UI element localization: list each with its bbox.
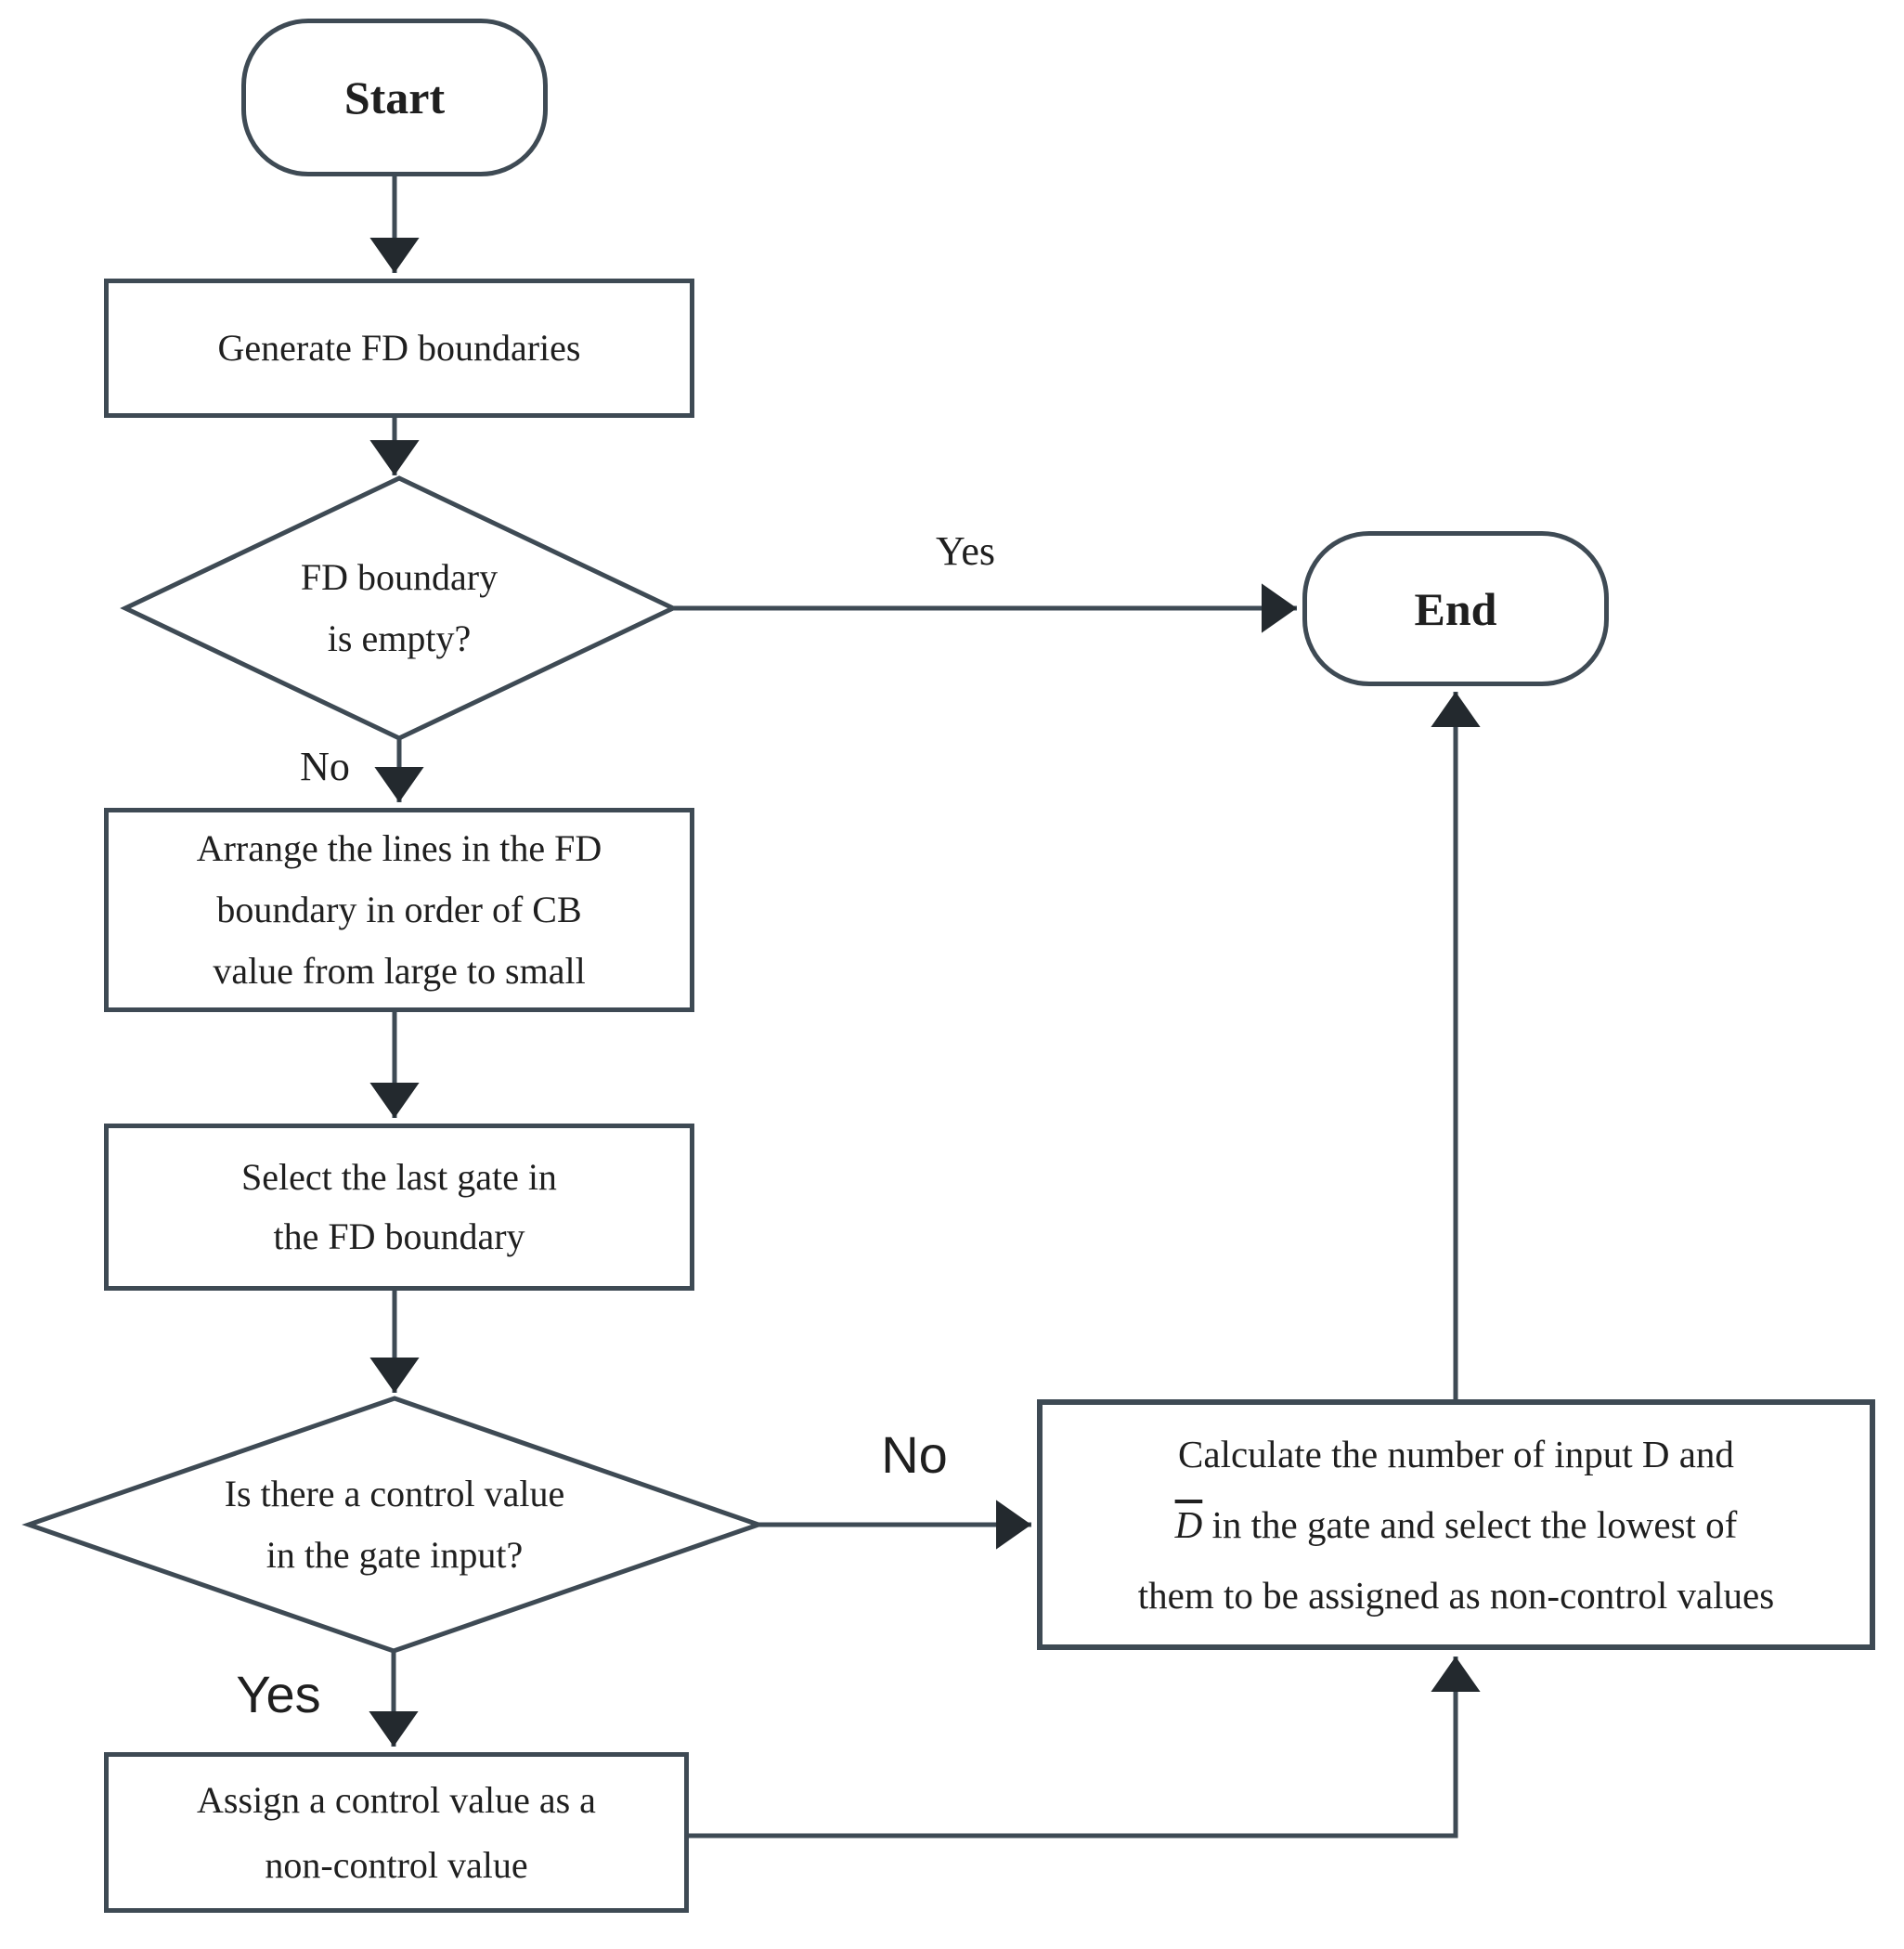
start-terminator: Start <box>241 19 548 176</box>
process-arrange-lines: Arrange the lines in the FD boundary in … <box>104 808 694 1012</box>
edge-label-no-control-value: No <box>881 1425 948 1484</box>
process-calculate-input-d: Calculate the number of input D and D in… <box>1037 1399 1875 1650</box>
d-overline-symbol: D <box>1174 1503 1203 1546</box>
end-terminator: End <box>1302 531 1609 686</box>
process-assign-control-value: Assign a control value as a non-control … <box>104 1752 689 1913</box>
decision-fd-boundary-empty-label: FD boundary is empty? <box>300 556 499 659</box>
start-label: Start <box>343 71 446 123</box>
process-generate-fd-boundaries: Generate FD boundaries <box>104 279 694 418</box>
edge-label-yes-control-value: Yes <box>236 1665 321 1723</box>
end-label: End <box>1414 582 1497 635</box>
process-label: Generate FD boundaries <box>217 327 581 369</box>
decision-control-value-label: Is there a control value in the gate inp… <box>224 1473 565 1576</box>
flow-arrow-assign-to-calculate <box>688 1657 1481 1839</box>
edge-label-no-fd-empty: No <box>300 744 350 789</box>
process-select-last-gate: Select the last gate in the FD boundary <box>104 1124 694 1291</box>
edge-label-yes-fd-empty: Yes <box>935 528 996 574</box>
